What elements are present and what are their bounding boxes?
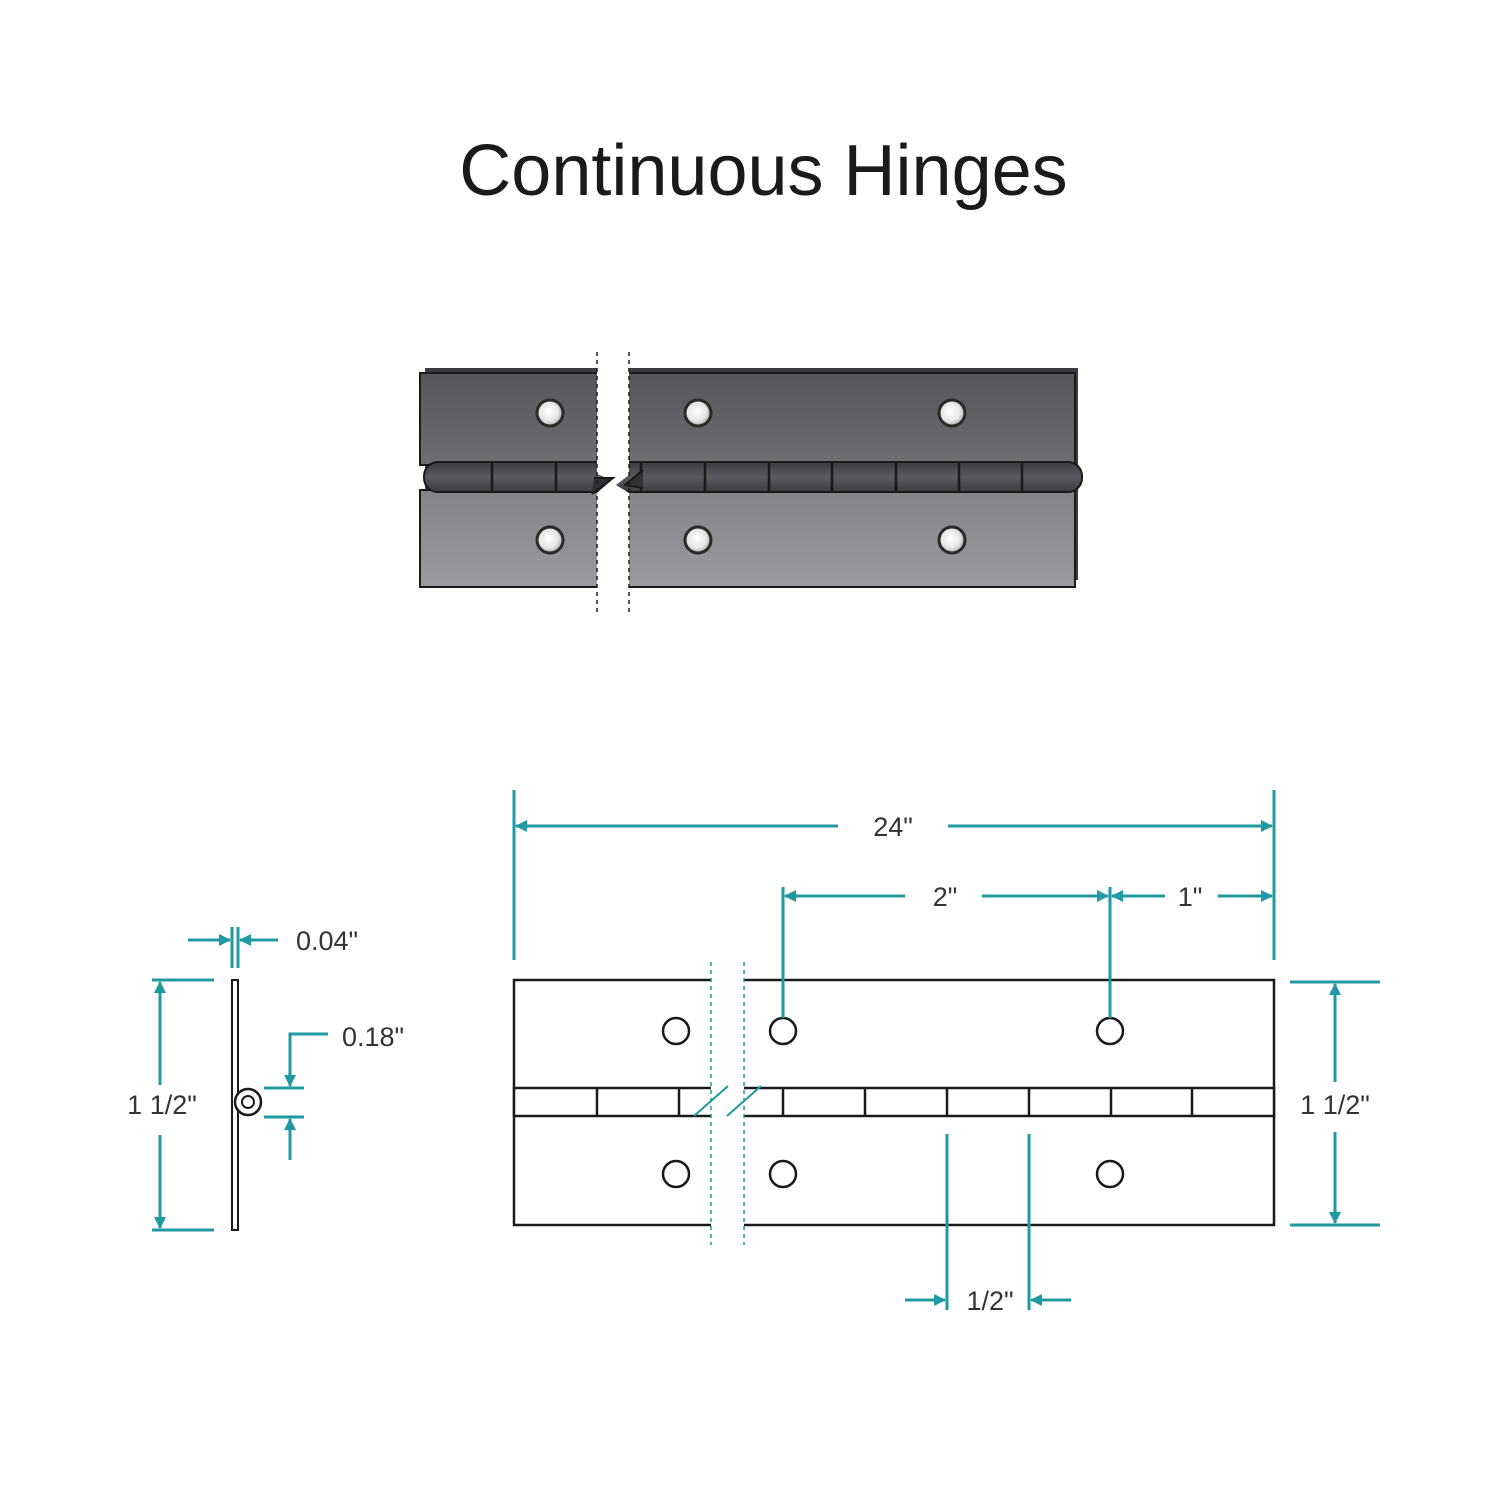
flat-holes xyxy=(661,1016,1125,1189)
hole-spacing-dimension xyxy=(781,887,1273,1018)
knuckle-barrel xyxy=(423,461,1083,493)
length-label: 24" xyxy=(873,812,913,842)
flat-break-gap xyxy=(711,962,744,1244)
left-width-dimension xyxy=(152,978,214,1232)
diagram-title: Continuous Hinges xyxy=(459,131,1068,211)
knuckle-length-dimension xyxy=(905,1134,1071,1310)
break-gap xyxy=(597,352,629,612)
side-profile xyxy=(231,979,263,1231)
pin-label: 0.18" xyxy=(342,1022,404,1052)
profile-knuckle xyxy=(233,1087,263,1117)
right-width-dimension xyxy=(1290,980,1380,1227)
left-width-label: 1 1/2" xyxy=(127,1090,197,1120)
flat-knuckle-strip xyxy=(512,1086,1276,1118)
thickness-dimension xyxy=(188,927,278,968)
hole-spacing-label: 2" xyxy=(933,882,958,912)
profile-pin xyxy=(241,1095,255,1109)
thickness-label: 0.04" xyxy=(296,926,358,956)
flat-break-slash-right xyxy=(726,1085,762,1117)
right-width-label: 1 1/2" xyxy=(1300,1090,1370,1120)
knuckle-length-label: 1/2" xyxy=(966,1286,1013,1316)
flat-break-slash-left xyxy=(693,1085,729,1117)
pin-dimension xyxy=(264,1032,328,1160)
flat-hinge-outline xyxy=(512,962,1276,1245)
flat-knuckle-segments xyxy=(595,1088,1194,1116)
top-leaf xyxy=(419,372,1076,466)
length-dimension xyxy=(512,790,1276,960)
bottom-leaf xyxy=(419,489,1076,588)
shaded-hinge-illustration xyxy=(419,352,1083,612)
shaded-holes xyxy=(535,398,967,555)
end-offset-label: 1" xyxy=(1178,882,1203,912)
